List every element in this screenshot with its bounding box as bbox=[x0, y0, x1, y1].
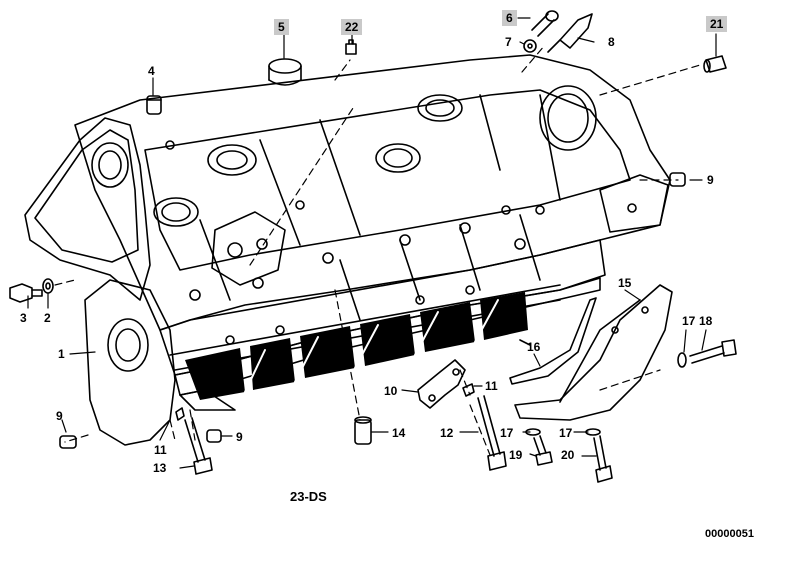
label-part-21: 21 bbox=[706, 16, 728, 32]
label-part-15: 15 bbox=[618, 276, 632, 290]
label-part-11-right: 11 bbox=[485, 379, 498, 393]
part-16-bracket bbox=[509, 297, 597, 385]
part-12-bolt bbox=[477, 395, 507, 471]
part-14-sleeve bbox=[354, 416, 372, 445]
part-2-washer bbox=[42, 278, 54, 294]
label-part-5: 5 bbox=[274, 19, 289, 35]
part-9-dowel-bottom bbox=[206, 429, 222, 443]
label-part-17-mid: 17 bbox=[500, 426, 514, 440]
part-9-dowel-front bbox=[59, 435, 77, 449]
label-part-14: 14 bbox=[392, 426, 406, 440]
part-21-cap bbox=[703, 55, 727, 73]
label-part-1: 1 bbox=[58, 347, 65, 361]
label-part-4: 4 bbox=[148, 64, 155, 78]
part-13-bolt bbox=[184, 417, 213, 475]
engine-block bbox=[24, 54, 671, 446]
label-part-6: 6 bbox=[502, 10, 517, 26]
diagram-code: 00000051 bbox=[705, 528, 754, 540]
label-part-9-bottom: 9 bbox=[236, 430, 243, 444]
label-part-18: 18 bbox=[699, 314, 713, 328]
label-part-13: 13 bbox=[153, 461, 167, 475]
label-part-22: 22 bbox=[341, 19, 363, 35]
part-18-bolt bbox=[689, 339, 737, 364]
part-22-plug bbox=[345, 39, 357, 55]
label-part-20: 20 bbox=[561, 448, 575, 462]
part-8-sensor bbox=[547, 13, 593, 53]
label-part-8: 8 bbox=[608, 35, 615, 49]
label-part-11-left: 11 bbox=[154, 443, 167, 457]
label-part-2: 2 bbox=[44, 311, 51, 325]
part-9-dowel-rear bbox=[669, 172, 686, 187]
label-part-10: 10 bbox=[384, 384, 398, 398]
part-3-plug bbox=[9, 283, 43, 303]
label-part-9-front: 9 bbox=[56, 409, 63, 423]
part-15-bracket bbox=[514, 284, 673, 421]
part-11-stud-left bbox=[175, 407, 185, 421]
label-part-7: 7 bbox=[505, 35, 512, 49]
diagram-caption: 23-DS bbox=[290, 489, 327, 504]
part-6-sensor bbox=[531, 10, 559, 37]
part-11-stud-right bbox=[462, 383, 475, 397]
part-7-washer bbox=[523, 39, 537, 53]
part-19-bolt bbox=[533, 435, 553, 466]
part-4-dowel bbox=[146, 95, 162, 115]
label-part-17-right: 17 bbox=[682, 314, 696, 328]
label-part-19: 19 bbox=[509, 448, 523, 462]
label-part-17-left: 17 bbox=[559, 426, 573, 440]
part-10-bracket bbox=[417, 359, 466, 409]
label-part-9-rear: 9 bbox=[707, 173, 714, 187]
label-part-12: 12 bbox=[440, 426, 454, 440]
part-5-sleeve bbox=[268, 58, 302, 86]
part-17-washer-right bbox=[677, 352, 687, 368]
label-part-16: 16 bbox=[527, 340, 541, 354]
label-part-3: 3 bbox=[20, 311, 27, 325]
part-20-bolt bbox=[593, 435, 613, 483]
